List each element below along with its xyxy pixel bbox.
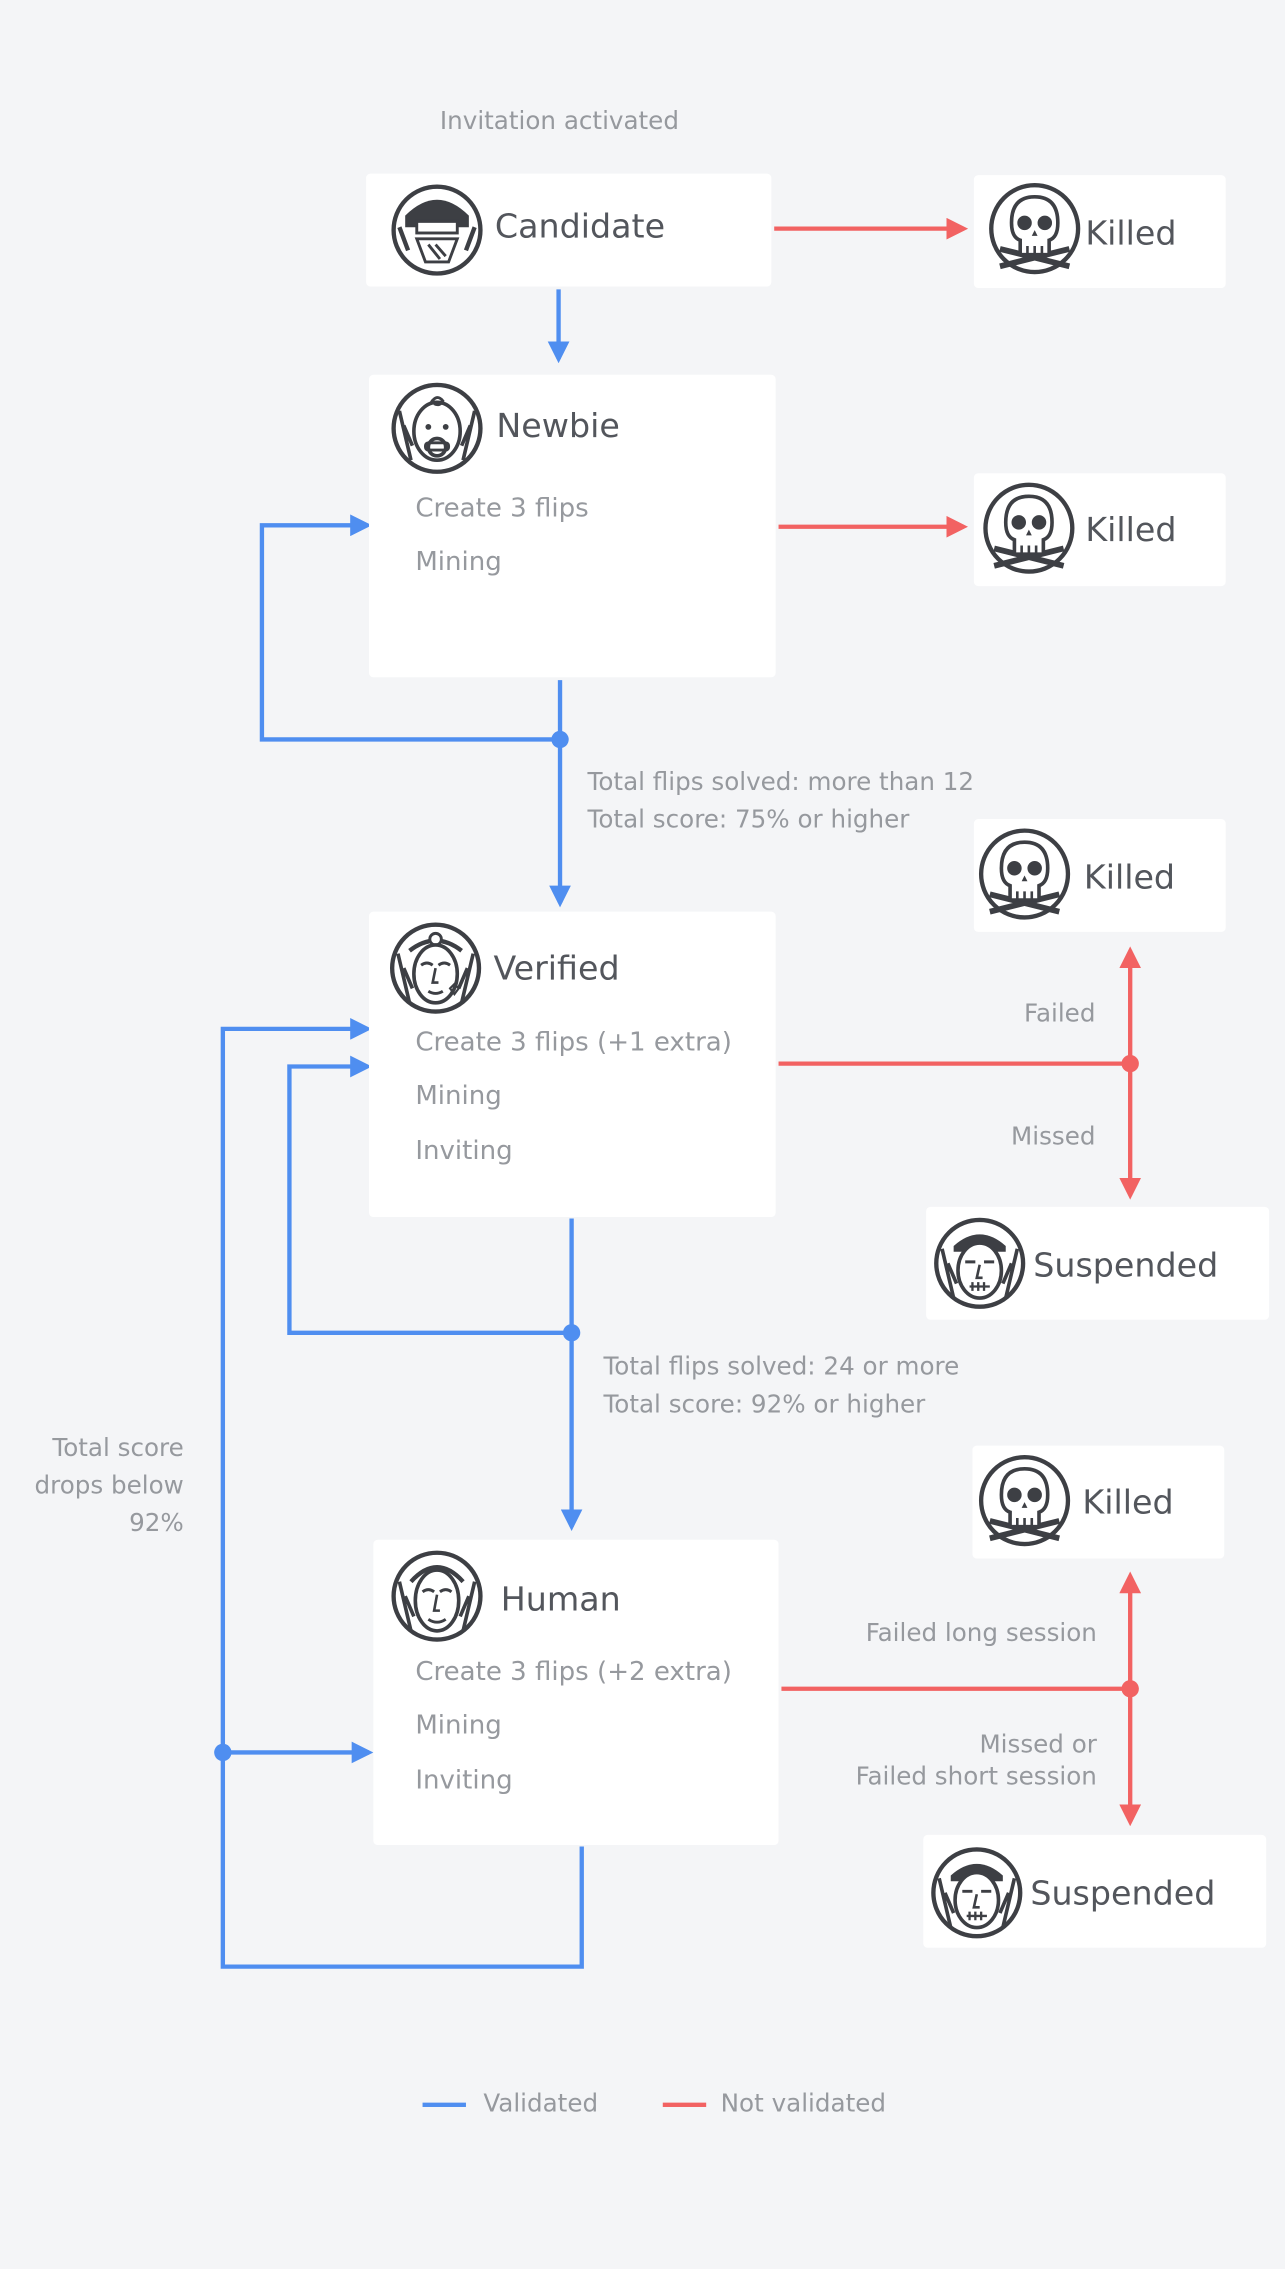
human-face-icon: [391, 1550, 483, 1642]
human-missed-label: Missed or Failed short session: [781, 1729, 1097, 1793]
skull-icon: [983, 482, 1075, 574]
baby-icon: [391, 382, 483, 474]
suspended-label: Suspended: [1030, 1875, 1216, 1914]
verified-title: Verified: [493, 950, 620, 989]
legend-validated-label: Validated: [483, 2089, 599, 2119]
verified-retry-loop: [287, 1055, 572, 1335]
verified-fail-junction: [1121, 1054, 1139, 1073]
killed-node: Killed: [973, 473, 1226, 587]
human-item-mining: Mining: [415, 1710, 502, 1741]
newbie-item-mining: Mining: [415, 547, 502, 578]
legend-not-validated-label: Not validated: [720, 2089, 886, 2119]
verified-node: Verified Create 3 flips (+1 extra) Minin…: [369, 911, 776, 1218]
killed-node: Killed: [973, 819, 1226, 932]
killed-label: Killed: [1085, 215, 1177, 254]
human-junction: [214, 1743, 232, 1762]
verified-item-inviting: Inviting: [415, 1135, 513, 1167]
suspended-face-icon: [934, 1217, 1026, 1309]
killed-label: Killed: [1083, 859, 1176, 898]
condition-line: Total score: 75% or higher: [587, 806, 910, 835]
newbie-retry-loop: [259, 514, 561, 742]
legend-not-validated-swatch: [662, 2102, 707, 2107]
newbie-to-verified-condition: Total flips solved: more than 12 Total s…: [588, 764, 975, 839]
condition-line: Missed or: [979, 1730, 1097, 1760]
condition-line: 92%: [129, 1509, 184, 1539]
start-label: Invitation activated: [439, 107, 679, 137]
suspended-node: Suspended: [926, 1206, 1270, 1320]
suspended-face-icon: [931, 1847, 1023, 1939]
human-fail-junction: [1121, 1680, 1139, 1698]
human-item-flips: Create 3 flips (+2 extra): [415, 1656, 732, 1688]
skull-icon: [989, 183, 1081, 275]
suspended-label: Suspended: [1033, 1247, 1219, 1286]
condition-line: Total score: [52, 1434, 184, 1464]
human-node: Human Create 3 flips (+2 extra) Mining I…: [373, 1539, 779, 1846]
verified-junction: [562, 1324, 581, 1342]
killed-label: Killed: [1085, 512, 1177, 550]
human-drop-condition: Total score drops below 92%: [14, 1430, 184, 1543]
killed-node: Killed: [972, 1445, 1225, 1559]
human-title: Human: [500, 1581, 621, 1620]
newbie-item-flips: Create 3 flips: [415, 493, 589, 524]
condition-line: drops below: [34, 1471, 184, 1501]
verified-face-icon: [389, 922, 482, 1014]
skull-icon: [978, 828, 1071, 920]
human-item-inviting: Inviting: [415, 1765, 513, 1796]
newbie-title: Newbie: [496, 408, 620, 446]
verified-item-mining: Mining: [415, 1080, 502, 1112]
human-downgrade-loop: [220, 1018, 584, 1969]
killed-node: Killed: [973, 175, 1226, 288]
suspended-node: Suspended: [923, 1834, 1267, 1948]
candidate-title: Candidate: [494, 208, 666, 247]
human-failed-label: Failed long session: [865, 1619, 1097, 1649]
killed-label: Killed: [1082, 1484, 1174, 1523]
condition-line: Total flips solved: 24 or more: [603, 1353, 960, 1382]
candidate-node: Candidate: [366, 173, 772, 287]
newbie-node: Newbie Create 3 flips Mining: [369, 374, 776, 678]
legend-validated-swatch: [422, 2102, 466, 2107]
skull-icon: [978, 1455, 1071, 1547]
condition-line: Failed short session: [855, 1762, 1097, 1792]
condition-line: Total flips solved: more than 12: [587, 768, 975, 798]
newbie-junction: [551, 730, 569, 749]
verified-to-human-condition: Total flips solved: 24 or more Total sco…: [603, 1349, 959, 1424]
verified-failed-label: Failed: [1024, 999, 1096, 1029]
verified-missed-label: Missed: [1011, 1122, 1096, 1152]
condition-line: Total score: 92% or higher: [603, 1390, 926, 1420]
candidate-icon: [391, 184, 483, 276]
verified-item-flips: Create 3 flips (+1 extra): [415, 1027, 732, 1058]
